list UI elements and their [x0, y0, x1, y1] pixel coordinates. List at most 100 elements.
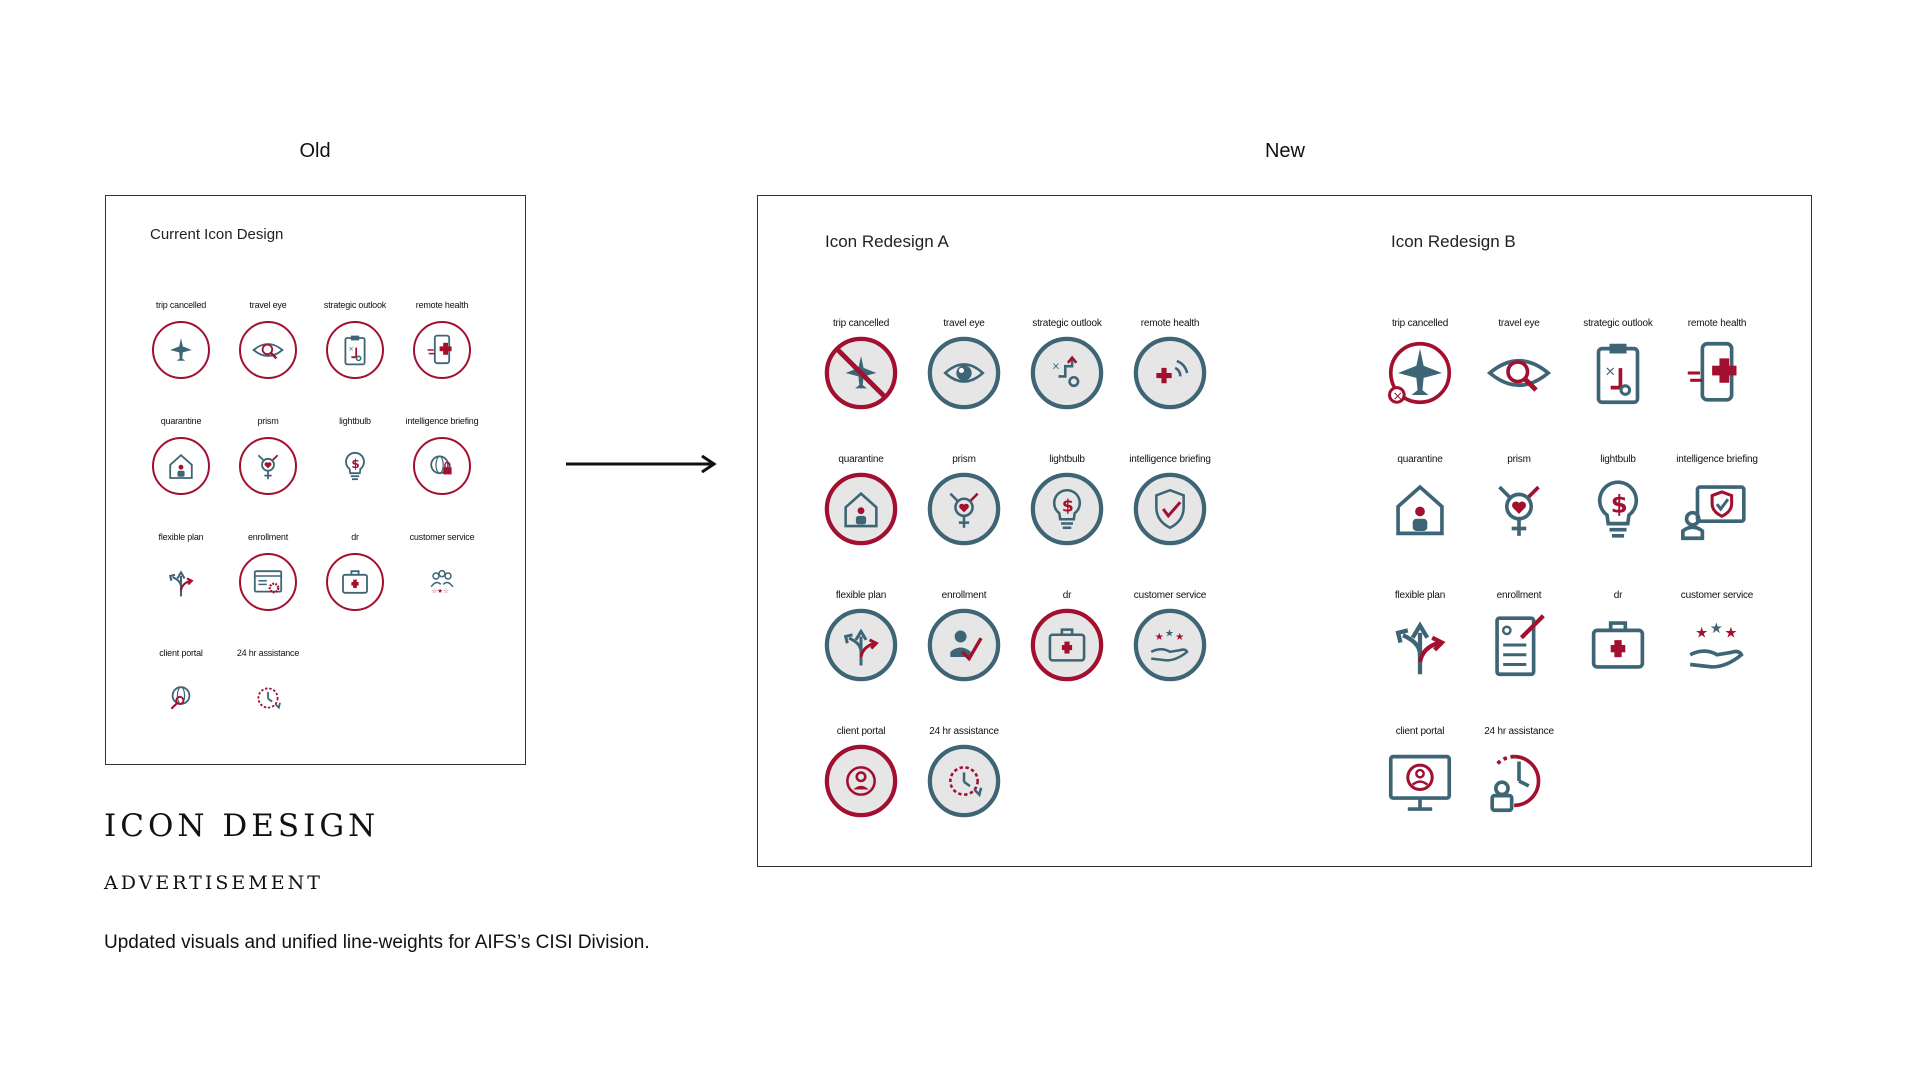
- icon-cell-enrollment: enrollment: [218, 532, 318, 619]
- icon-label: 24 hr assistance: [929, 726, 999, 737]
- house-person-icon: [149, 434, 213, 498]
- icon-label: strategic outlook: [1583, 318, 1653, 329]
- icon-cell-customer-service: customer service ★★★: [1115, 590, 1225, 689]
- eye-icon: [925, 334, 1003, 412]
- icon-label: trip cancelled: [832, 318, 890, 329]
- icon-label: customer service: [1133, 590, 1207, 601]
- icon-cell-flexible-plan: flexible plan: [131, 532, 231, 619]
- page-heading: ICON DESIGN: [104, 808, 380, 844]
- svg-text:★: ★: [1175, 632, 1184, 643]
- svg-text:$: $: [1062, 497, 1074, 517]
- icon-cell-dr: dr: [1563, 590, 1673, 689]
- icon-label: quarantine: [1397, 454, 1443, 465]
- icon-cell-customer-service: customer service ★★★: [1662, 590, 1772, 689]
- icon-cell-client-portal: client portal: [806, 726, 916, 825]
- svg-text:★: ★: [1165, 628, 1174, 639]
- old-panel-title: Current Icon Design: [150, 226, 284, 243]
- people-stars-icon: ☆★☆: [410, 550, 474, 614]
- medical-kit-icon: [1028, 606, 1106, 684]
- hand-stars-icon: ★★★: [1131, 606, 1209, 684]
- icon-cell-travel-eye: travel eye: [1464, 318, 1574, 417]
- strategy-arrow-icon: ×: [1028, 334, 1106, 412]
- icon-label: 24 hr assistance: [1484, 726, 1554, 737]
- form-pen-icon: [1480, 606, 1558, 684]
- icon-cell-intelligence-briefing: intelligence briefing: [392, 416, 492, 503]
- svg-text:$: $: [1611, 490, 1628, 519]
- svg-text:★: ★: [1710, 620, 1723, 637]
- redesign-a-title: Icon Redesign A: [825, 232, 949, 251]
- plane-cancel-icon: [149, 318, 213, 382]
- icon-label: customer service: [1680, 590, 1754, 601]
- icon-label: flexible plan: [1394, 590, 1446, 601]
- icon-label: intelligence briefing: [405, 416, 479, 426]
- house-person-icon: [822, 470, 900, 548]
- icon-cell-strategic-outlook: strategic outlook ×: [1012, 318, 1122, 417]
- shield-check-icon: [1131, 470, 1209, 548]
- icon-cell-quarantine: quarantine: [131, 416, 231, 503]
- icon-cell-lightbulb: lightbulb $: [1563, 454, 1673, 553]
- redesign-b-title: Icon Redesign B: [1391, 232, 1516, 251]
- arrow-right-icon: [566, 454, 717, 474]
- split-arrows-icon: [149, 550, 213, 614]
- icon-label: remote health: [1687, 318, 1747, 329]
- svg-text:$: $: [351, 457, 359, 471]
- icon-label: enrollment: [247, 532, 289, 542]
- globe-lock-icon: [410, 434, 474, 498]
- page-subheading: ADVERTISEMENT: [104, 872, 323, 894]
- icon-cell-travel-eye: travel eye: [909, 318, 1019, 417]
- plane-cancel-icon: ×: [1381, 334, 1459, 412]
- icon-cell-intelligence-briefing: intelligence briefing: [1115, 454, 1225, 553]
- icon-cell-client-portal: client portal: [131, 648, 231, 735]
- icon-cell-flexible-plan: flexible plan: [1365, 590, 1475, 689]
- icon-label: intelligence briefing: [1676, 454, 1758, 465]
- icon-label: client portal: [1395, 726, 1445, 737]
- icon-label: client portal: [836, 726, 886, 737]
- icon-label: travel eye: [943, 318, 985, 329]
- svg-text:☆★☆: ☆★☆: [431, 587, 449, 595]
- icon-label: lightbulb: [339, 416, 371, 426]
- icon-label: remote health: [415, 300, 469, 310]
- icon-label: prism: [1507, 454, 1531, 465]
- icon-label: 24 hr assistance: [236, 648, 300, 658]
- icon-cell-prism: prism: [1464, 454, 1574, 553]
- icon-cell-24-hr-assistance: 24 hr assistance: [909, 726, 1019, 825]
- lightbulb-dollar-icon: $: [1579, 470, 1657, 548]
- icon-label: intelligence briefing: [1129, 454, 1211, 465]
- clipboard-plan-icon: ×: [323, 318, 387, 382]
- gender-heart-icon: [236, 434, 300, 498]
- icon-cell-flexible-plan: flexible plan: [806, 590, 916, 689]
- hand-stars-icon: ★★★: [1678, 606, 1756, 684]
- icon-label: flexible plan: [158, 532, 204, 542]
- page-description: Updated visuals and unified line-weights…: [104, 932, 650, 953]
- svg-text:★: ★: [1724, 625, 1737, 642]
- new-column-label: New: [1264, 140, 1305, 162]
- icon-cell-trip-cancelled: trip cancelled ×: [1365, 318, 1475, 417]
- icon-label: dr: [1062, 590, 1072, 601]
- icon-label: quarantine: [160, 416, 202, 426]
- plane-cancel-icon: [822, 334, 900, 412]
- icon-cell-remote-health: remote health: [1662, 318, 1772, 417]
- icon-label: trip cancelled: [1391, 318, 1449, 329]
- icon-cell-enrollment: enrollment: [1464, 590, 1574, 689]
- icon-cell-prism: prism: [909, 454, 1019, 553]
- globe-search-icon: [149, 666, 213, 730]
- icon-cell-trip-cancelled: trip cancelled: [131, 300, 231, 387]
- icon-cell-dr: dr: [1012, 590, 1122, 689]
- icon-label: lightbulb: [1600, 454, 1636, 465]
- icon-cell-client-portal: client portal: [1365, 726, 1475, 825]
- icon-cell-quarantine: quarantine: [1365, 454, 1475, 553]
- split-arrows-icon: [1381, 606, 1459, 684]
- phone-health-icon: [410, 318, 474, 382]
- icon-label: prism: [257, 416, 279, 426]
- icon-cell-dr: dr: [305, 532, 405, 619]
- icon-label: strategic outlook: [323, 300, 387, 310]
- eye-search-icon: [236, 318, 300, 382]
- icon-label: client portal: [159, 648, 203, 658]
- phone-health-icon: [1678, 334, 1756, 412]
- icon-label: strategic outlook: [1032, 318, 1102, 329]
- icon-cell-24-hr-assistance: 24 hr assistance: [218, 648, 318, 735]
- icon-label: quarantine: [838, 454, 884, 465]
- medical-kit-icon: [1579, 606, 1657, 684]
- svg-text:×: ×: [1052, 362, 1061, 373]
- icon-label: travel eye: [249, 300, 287, 310]
